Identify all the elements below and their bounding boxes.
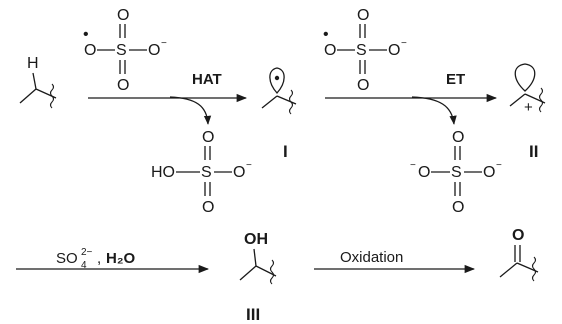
hso4-o-top: O [202,129,214,146]
hso4-s: S [201,164,212,181]
hso4-ho: HO [151,164,175,181]
substrate-wavy-bond [49,83,55,109]
ketone-bond-left [499,262,518,278]
cation-wavy-bond [538,87,544,113]
sulfate-superscript: 2− [81,247,93,258]
o2-top: O [357,7,369,24]
minus-charge: − [161,38,167,49]
c-h-bond [32,72,37,90]
so4-minus-right: − [496,160,502,171]
conditions-separator: , [97,250,101,267]
s-center: S [116,42,127,59]
intermediate-ii-carbocation: + [509,63,546,116]
radical-electron [274,75,280,81]
so4-o-left: O [418,164,430,181]
radical-bond-right [276,95,297,105]
sulfate-dianion: O − O S O − O [410,129,502,216]
so4-minus-left: − [410,160,416,171]
cation-empty-orbital [514,63,536,92]
substrate-h-atom: H [27,55,39,72]
substrate-bond-left [19,88,37,104]
radical-wavy-bond [288,89,294,115]
hso4-o-anion: O [233,164,245,181]
intermediate-label-iii: III [246,305,260,324]
cation-plus: + [524,99,533,116]
intermediate-label-ii: II [529,142,538,161]
water-formula: H₂O [106,250,135,267]
sulfate-formula: SO [56,250,78,267]
intermediate-iii-alcohol: OH [239,231,277,285]
hydrogen-sulfate: O HO S O − O [151,129,252,216]
alcohol-bond-right [255,265,277,277]
o-anion: O [148,42,160,59]
so4-o-top: O [452,129,464,146]
sulfate-water-conditions: SO 4 2− , H₂O [56,247,135,271]
sulfate-radical-anion-2: O • O S O − O [323,7,407,94]
oxidation-label: Oxidation [340,249,403,266]
o2-radical: O [324,42,336,59]
so4-s: S [451,164,462,181]
ketone-wavy-bond [531,256,537,282]
hso4-o-bottom: O [202,199,214,216]
s2-center: S [356,42,367,59]
alcohol-wavy-bond [269,259,275,285]
radical-p-orbital [269,67,285,94]
et-label: ET [446,71,465,88]
radical-dot: • [83,26,89,43]
ketone-o: O [512,227,524,244]
o-bottom: O [117,77,129,94]
substrate-molecule: H [19,55,57,109]
alcohol-oh: OH [244,231,268,248]
hat-label: HAT [192,71,222,88]
o2-bottom: O [357,77,369,94]
o2-anion: O [388,42,400,59]
minus-charge-2: − [401,38,407,49]
o-radical: O [84,42,96,59]
alcohol-bond-left [239,265,257,281]
intermediate-label-i: I [283,142,288,161]
hat-curved-arrow [169,96,212,125]
sulfate-subscript: 4 [81,260,87,271]
c-o-bond [253,248,257,267]
radical-bond-left [261,95,278,109]
sulfate-radical-anion-1: O • O S O − O [83,7,167,94]
o-top: O [117,7,129,24]
et-curved-arrow [411,96,457,125]
so4-o-bottom: O [452,199,464,216]
intermediate-i-radical [261,67,297,115]
so4-o-right: O [483,164,495,181]
ketone-product: O [499,227,539,282]
cation-bond-left [509,93,526,107]
hso4-minus: − [246,160,252,171]
radical-dot-2: • [323,26,329,43]
